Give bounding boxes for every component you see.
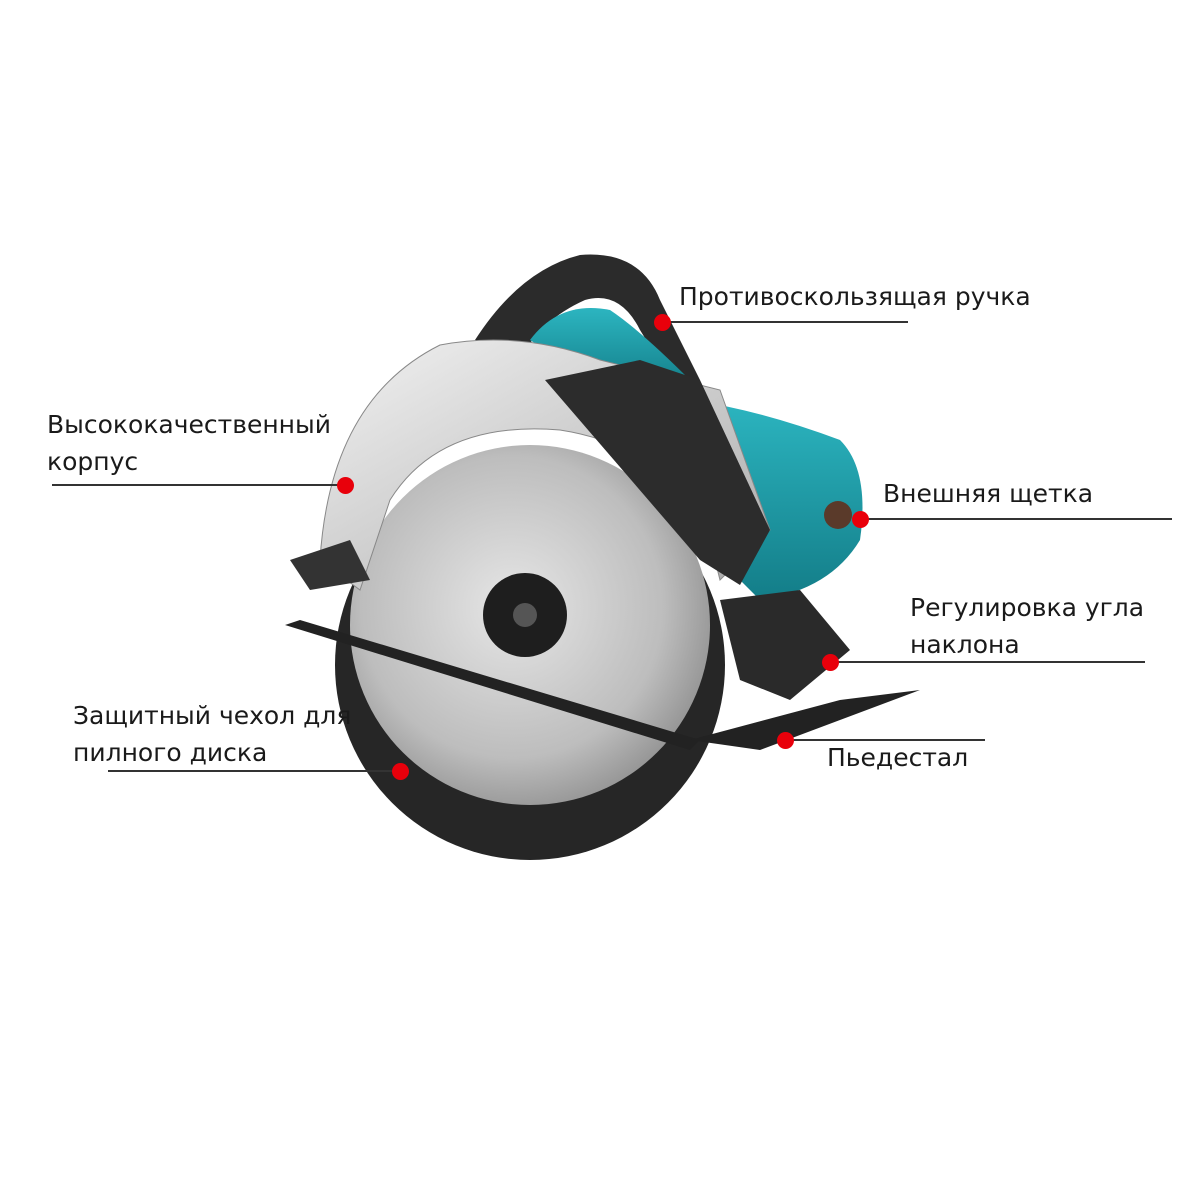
leader-line [830,661,1145,663]
label-bevel-adjustment: Регулировка угла наклона [910,589,1144,663]
label-line: Регулировка угла [910,593,1145,622]
label-line: пилного диска [73,738,268,767]
marker-dot [776,731,794,749]
leader-line [52,484,345,486]
marker-dot [653,313,671,331]
label-line: Защитный чехол для [73,701,352,730]
leader-line [785,739,985,741]
label-high-quality-housing: Высококачественный корпус [47,406,331,480]
base-plate [285,620,700,750]
marker-dot [336,476,354,494]
label-line: Внешняя щетка [883,479,1094,508]
label-base: Пьедестал [827,739,968,776]
label-anti-slip-handle: Противоскользящая ручка [679,278,1031,315]
leader-line [108,770,400,772]
label-line: Противоскользящая ручка [679,282,1031,311]
marker-dot [821,653,839,671]
brush-cap [824,501,852,529]
label-line: Пьедестал [827,743,969,772]
marker-dot [391,762,409,780]
handle [475,254,700,395]
marker-dot [851,510,869,528]
label-blade-guard: Защитный чехол для пилного диска [73,697,351,771]
leader-line [860,518,1172,520]
label-line: наклона [910,630,1020,659]
label-external-brush: Внешняя щетка [883,475,1093,512]
label-line: Высококачественный [47,410,331,439]
label-line: корпус [47,447,139,476]
leader-line [662,321,908,323]
